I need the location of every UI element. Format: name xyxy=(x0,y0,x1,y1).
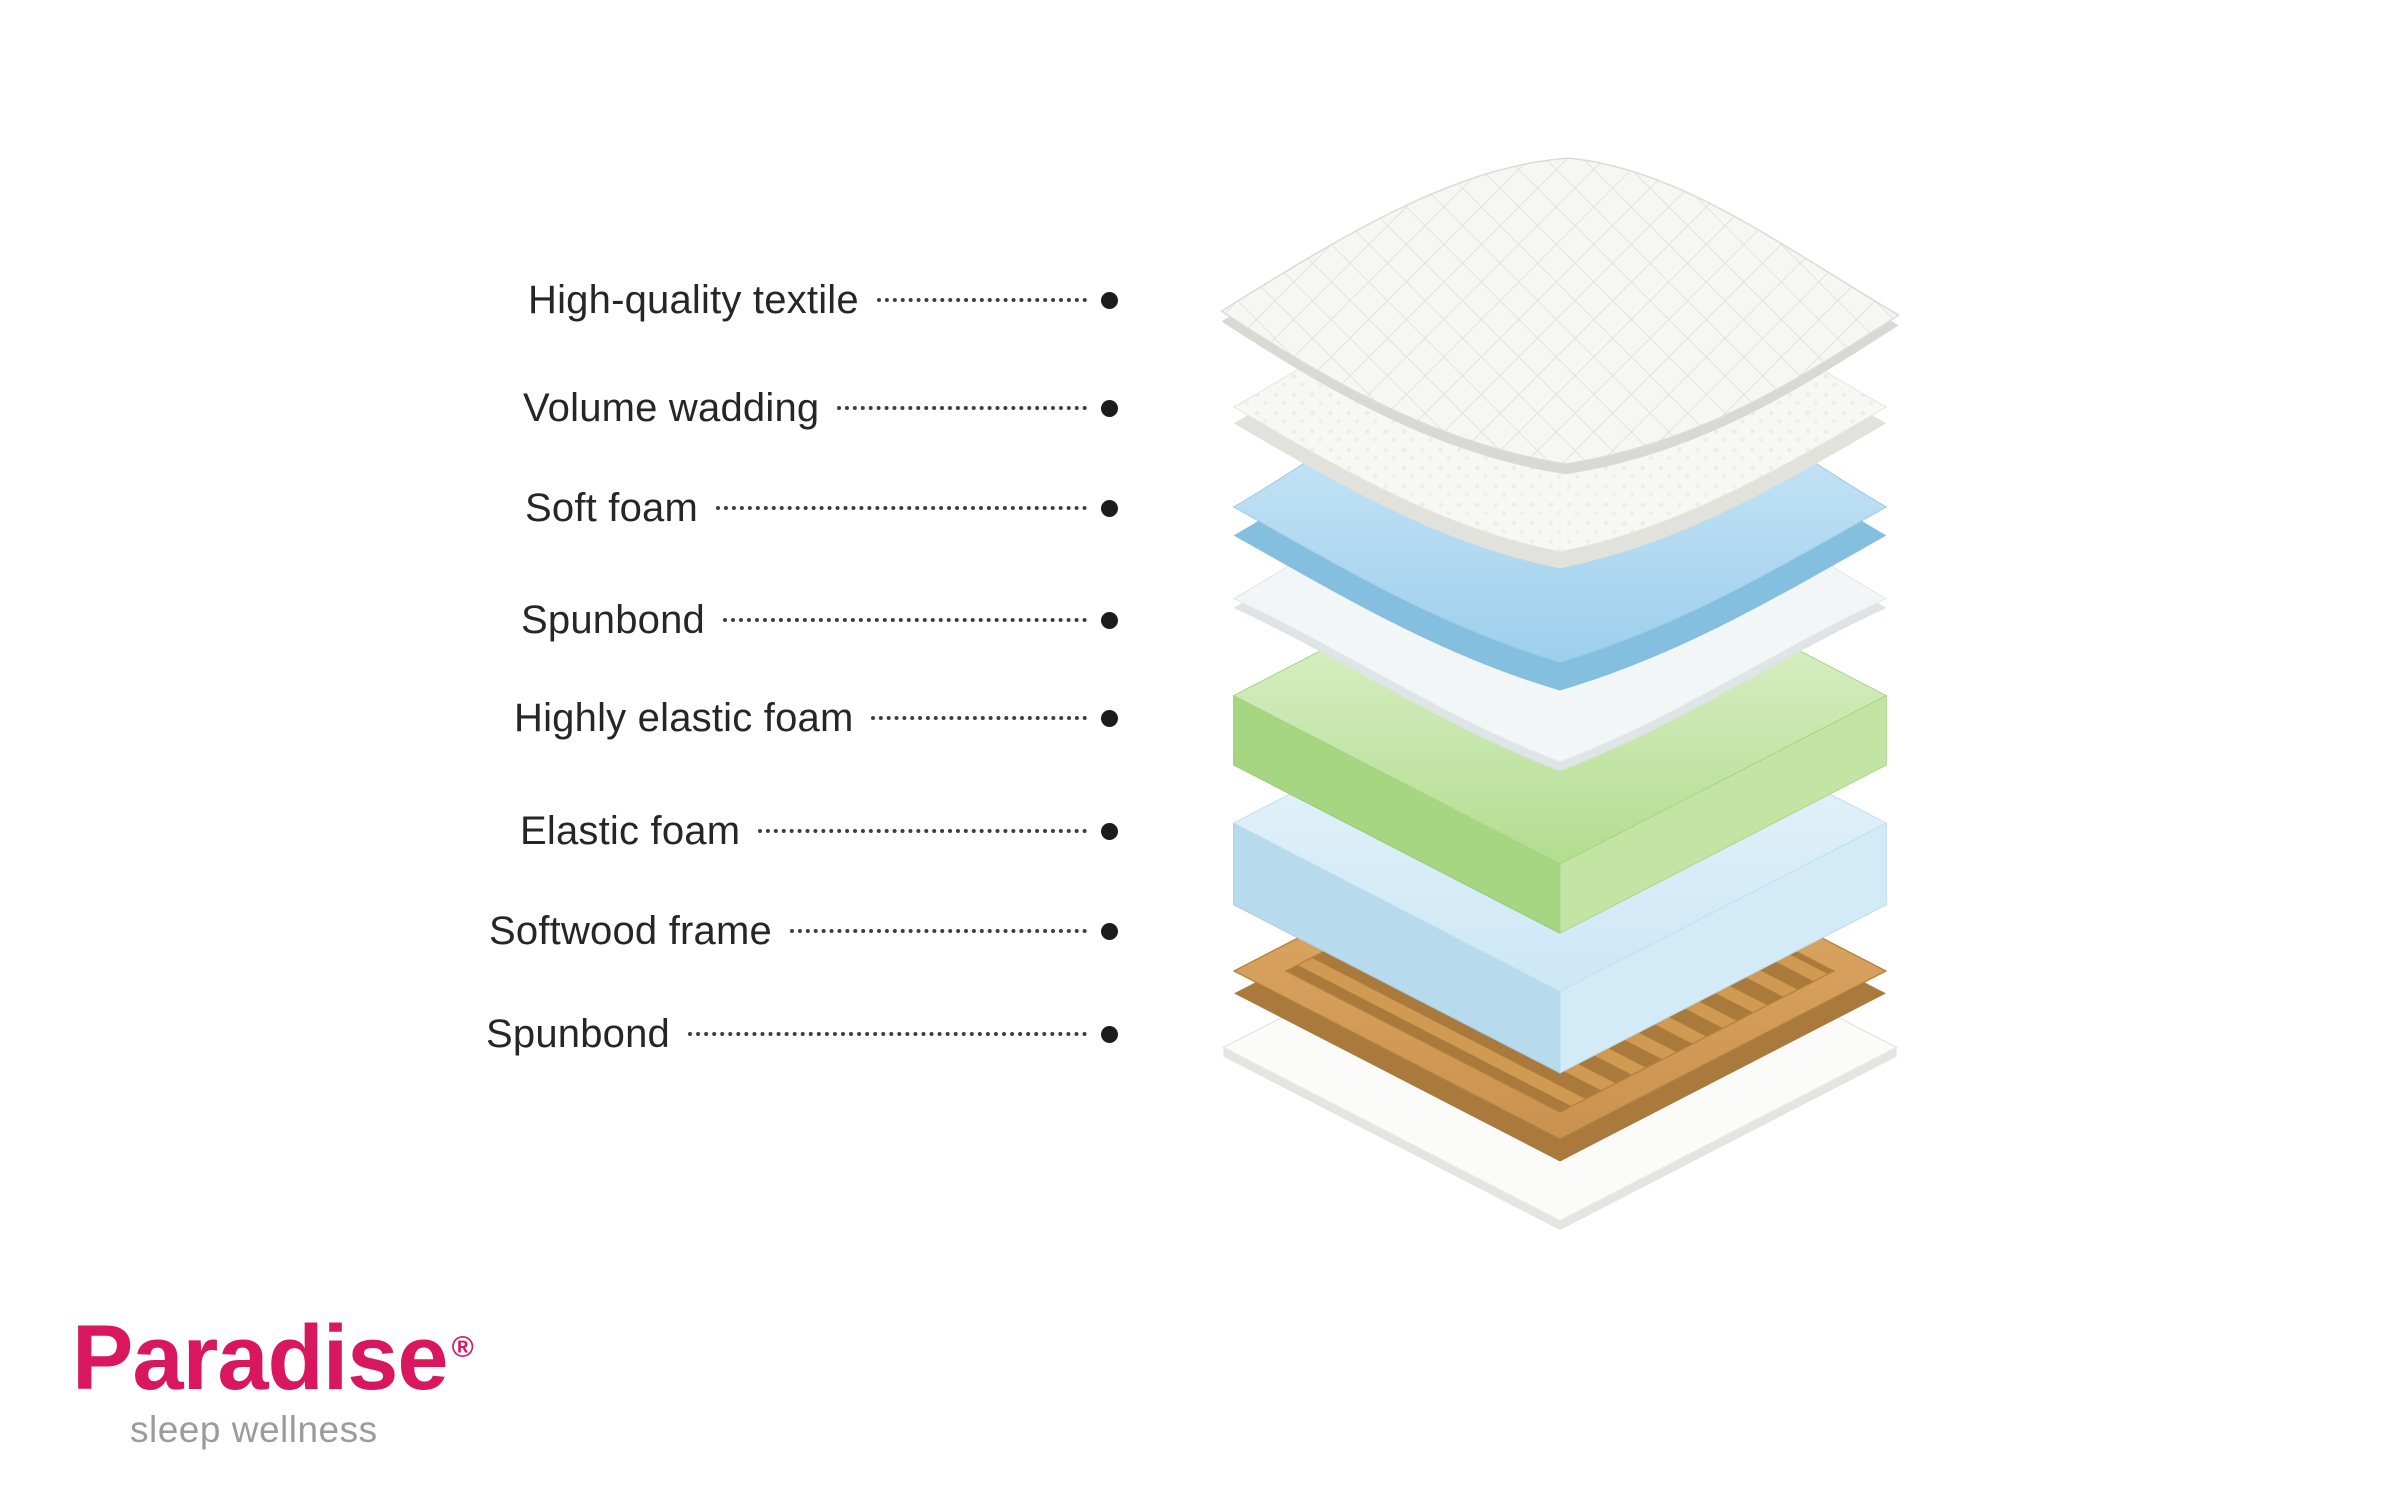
label-row-volume-wadding: Volume wadding xyxy=(523,376,1118,440)
leader-dot xyxy=(1101,822,1118,840)
layer-label: Softwood frame xyxy=(489,908,772,953)
layer-label: Highly elastic foam xyxy=(514,695,854,740)
brand-wordmark: Paradise xyxy=(72,1307,449,1409)
leader-dot xyxy=(1101,1025,1118,1043)
label-row-soft-foam: Soft foam xyxy=(525,476,1118,540)
leader-dot xyxy=(1101,922,1118,940)
leader-line xyxy=(723,618,1087,622)
label-row-elastic-foam: Elastic foam xyxy=(520,799,1118,863)
mattress-layers-svg xyxy=(1220,157,1901,1230)
label-row-spunbond-upper: Spunbond xyxy=(521,588,1118,652)
leader-line xyxy=(688,1032,1087,1036)
mattress-layers-illustration xyxy=(1050,150,2070,1231)
leader-line xyxy=(789,929,1087,933)
registered-trademark: ® xyxy=(451,1331,474,1365)
leader-dot xyxy=(1101,611,1118,629)
layer-label: Spunbond xyxy=(521,597,706,642)
layer-label: Soft foam xyxy=(525,485,698,530)
label-row-high-quality-textile: High-quality textile xyxy=(528,268,1118,332)
leader-dot xyxy=(1101,399,1118,417)
layer-label: Volume wadding xyxy=(523,385,820,430)
leader-dot xyxy=(1101,709,1118,727)
label-row-softwood-frame: Softwood frame xyxy=(489,899,1118,963)
leader-line xyxy=(758,829,1087,833)
brand-name: Paradise® xyxy=(72,1307,474,1409)
leader-line xyxy=(871,716,1087,720)
brand-tagline: sleep wellness xyxy=(130,1408,378,1450)
layer-label: High-quality textile xyxy=(528,277,859,322)
layer-label: Elastic foam xyxy=(520,808,741,853)
leader-dot xyxy=(1101,291,1118,309)
layer-label: Spunbond xyxy=(486,1011,671,1056)
leader-line xyxy=(876,298,1087,302)
leader-dot xyxy=(1101,499,1118,517)
leader-line xyxy=(837,406,1087,410)
brand-logo: Paradise® sleep wellness xyxy=(72,1307,474,1451)
layer-high-quality-textile xyxy=(1220,157,1901,475)
label-row-spunbond-lower: Spunbond xyxy=(486,1002,1118,1066)
label-row-highly-elastic-foam: Highly elastic foam xyxy=(514,686,1118,750)
leader-line xyxy=(716,506,1087,510)
